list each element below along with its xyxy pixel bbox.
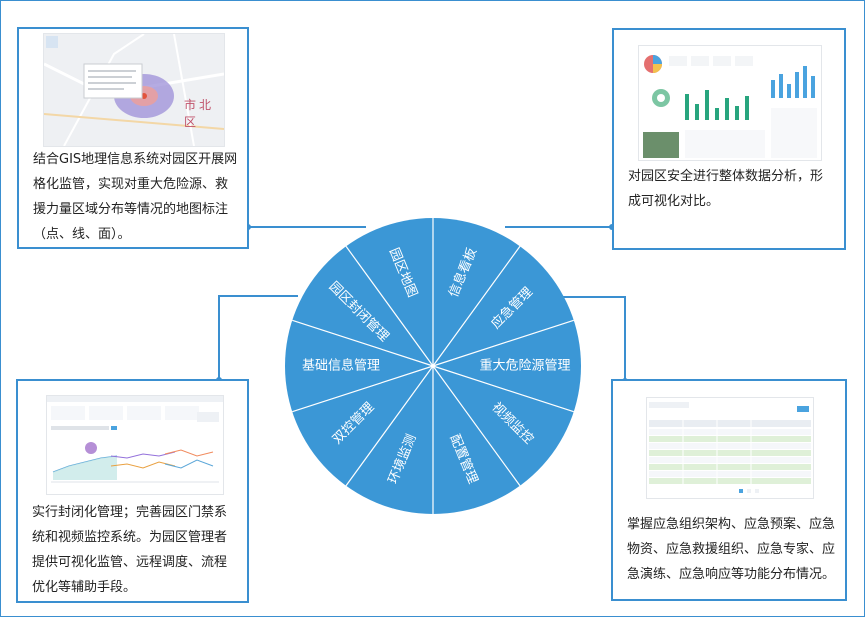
map-image <box>44 34 224 146</box>
table-image <box>647 398 813 498</box>
card-analysis-description: 对园区安全进行整体数据分析，形成可视化对比。 <box>628 169 824 209</box>
card-gis-map: 市北区 结合GIS地理信息系统对园区开展网格化监管，实现对重大危险源、救援力量区… <box>17 27 249 249</box>
wheel-divider <box>432 319 574 367</box>
wheel-segment-label[interactable]: 基础信息管理 <box>302 358 380 374</box>
connector-bottom-left-h <box>218 295 298 297</box>
card-closed-management: 实行封闭化管理；完善园区门禁系统和视频监控系统。为园区管理者提供可视化监管、远程… <box>16 379 249 603</box>
connector-bottom-right-v <box>624 296 626 382</box>
closed-management-screenshot <box>46 395 224 495</box>
card-closed-management-description: 实行封闭化管理；完善园区门禁系统和视频监控系统。为园区管理者提供可视化监管、远程… <box>32 505 228 595</box>
wheel-divider <box>432 365 574 413</box>
monitoring-image <box>47 396 223 494</box>
wheel-divider <box>345 245 434 367</box>
connector-bottom-right-h <box>560 296 626 298</box>
gis-map-screenshot: 市北区 <box>43 33 225 147</box>
wheel-segment-label[interactable]: 重大危险源管理 <box>479 358 570 374</box>
connector-bottom-left-v <box>218 295 220 380</box>
wheel-divider <box>292 319 434 367</box>
map-district-label: 市北区 <box>184 98 215 129</box>
card-emergency-description: 掌握应急组织架构、应急预案、应急物资、应急救援组织、应急专家、应急演练、应急响应… <box>627 517 836 582</box>
wheel-divider <box>432 245 521 367</box>
wheel-divider <box>292 365 434 413</box>
card-gis-description: 结合GIS地理信息系统对园区开展网格化监管，实现对重大危险源、救援力量区域分布等… <box>33 152 238 242</box>
wheel-divider <box>432 365 521 487</box>
dashboard-image <box>639 46 821 160</box>
connector-top-left <box>248 226 366 228</box>
connector-top-right <box>505 226 613 228</box>
card-data-analysis: 对园区安全进行整体数据分析，形成可视化对比。 <box>612 28 846 250</box>
card-emergency: 掌握应急组织架构、应急预案、应急物资、应急救援组织、应急专家、应急演练、应急响应… <box>611 379 847 601</box>
module-wheel: 信息看板应急管理重大危险源管理视频监控配置管理环境监测双控管理基础信息管理园区封… <box>285 218 581 514</box>
emergency-table-screenshot <box>646 397 814 499</box>
wheel-divider <box>345 365 434 487</box>
analysis-dashboard-screenshot <box>638 45 822 161</box>
